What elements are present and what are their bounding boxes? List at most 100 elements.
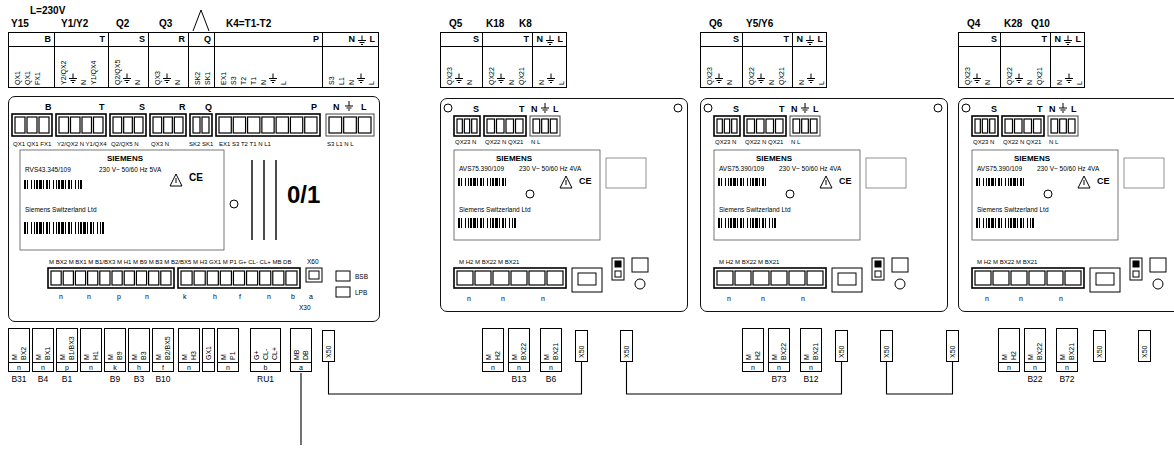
pin-name: L: [558, 81, 565, 85]
terminal-slot: [112, 271, 122, 285]
earth-symbol-stroke: [1065, 74, 1073, 83]
controller-marking: N: [333, 103, 340, 112]
terminal-group-letter: S: [473, 35, 479, 44]
barcode-bar: [1001, 218, 1002, 228]
sensor-name: RU1: [257, 375, 274, 384]
barcode-bar: [762, 218, 764, 228]
terminal-slot: [181, 271, 192, 285]
terminal-slot: [276, 117, 288, 133]
controller-marking: CE: [189, 173, 203, 183]
barcode-bar: [991, 218, 994, 228]
terminal-pin: BX22: [780, 343, 787, 360]
terminal-header: Q3RQX3N: [148, 32, 189, 88]
terminal-block: [190, 114, 212, 136]
cell-divider: [153, 362, 173, 363]
terminal-slot: [153, 117, 162, 133]
terminal-slot: [194, 271, 205, 285]
barcode-bar: [27, 222, 28, 234]
controller-marking: EX1 S3 T2 T1 N L1: [219, 141, 271, 147]
module-marking: n: [541, 295, 545, 302]
terminal-slot: [493, 271, 509, 285]
controller-marking: X60: [307, 259, 319, 266]
barcode-bar: [65, 222, 66, 234]
barcode-bar: [1020, 178, 1022, 186]
terminal-slot: [457, 271, 473, 285]
barcode-bar: [995, 178, 996, 186]
barcode-bar: [502, 178, 504, 186]
dip-switch: [612, 258, 624, 280]
barcode-bar: [505, 218, 506, 228]
controller-marking: QX1 QX1 FX1: [13, 141, 51, 147]
earth-symbol-stroke: [973, 74, 981, 83]
barcode-bar: [477, 218, 478, 228]
terminal-pin: M: [1059, 354, 1066, 360]
barcode-bar: [1017, 178, 1018, 186]
terminal-slot: [982, 119, 987, 133]
terminal-group-letter: S: [139, 35, 145, 44]
warning-triangle: [170, 174, 182, 186]
barcode-bar: [27, 180, 28, 189]
bus-cable: [627, 362, 842, 394]
barcode-bar: [755, 178, 758, 186]
terminal-block: [48, 268, 174, 288]
terminal-slot: [975, 271, 991, 285]
earth-symbol: [715, 73, 723, 83]
x60-socket: [306, 268, 322, 282]
secondary-label: [1124, 158, 1164, 188]
earth-symbol: [69, 73, 77, 83]
terminal-group-letter: T: [100, 35, 106, 44]
terminal-slot: [1024, 119, 1032, 133]
module-marking: T: [1037, 105, 1043, 114]
terminal-letter: f: [153, 363, 173, 372]
terminal-pin: M: [543, 354, 550, 360]
terminal-pin: H3: [190, 351, 197, 360]
earth-symbol: [358, 35, 366, 45]
barcode-bar: [83, 222, 86, 234]
terminal-block: [454, 268, 566, 288]
terminal-slot: [516, 119, 524, 133]
controller-marking: X30: [299, 305, 311, 312]
pin-name: N: [80, 80, 87, 85]
terminal-slot: [220, 271, 231, 285]
connector-name: X50: [838, 346, 845, 358]
earth-symbol-stroke: [715, 74, 723, 83]
barcode-bar: [740, 178, 742, 186]
barcode-bar: [458, 218, 460, 228]
terminal-block: [744, 116, 786, 136]
barcode-bar: [752, 178, 754, 186]
module-marking: SIEMENS: [496, 155, 532, 163]
barcode-bar: [61, 222, 64, 234]
terminal-pin: BX21: [552, 343, 559, 360]
pin-name: QX23: [706, 67, 713, 85]
terminal-slot: [1060, 119, 1067, 133]
barcode-bar: [75, 180, 76, 189]
pin-name: T1: [250, 77, 257, 85]
barcode-bar: [68, 180, 70, 189]
earth-symbol: [973, 73, 981, 83]
barcode-bar: [1008, 218, 1009, 228]
terminal-header: Q2SQ2/QX5N: [108, 32, 149, 88]
terminal-slot: [344, 117, 357, 133]
sensor-terminal: MB3hB3: [128, 328, 150, 372]
warning-mark: [176, 178, 177, 183]
pin-name: N: [348, 80, 355, 85]
terminal-slot: [789, 271, 805, 285]
controller-marking: Siemens Switzerland Ltd: [25, 207, 97, 214]
controller-marking: k: [183, 293, 187, 300]
pin-name: S3: [328, 76, 335, 85]
bus-connector: X50: [880, 330, 893, 362]
barcode-bar: [733, 218, 736, 228]
terminal-slot: [766, 119, 774, 133]
terminal-slot: [717, 271, 733, 285]
barcode-bar: [461, 218, 462, 228]
cell-divider: [541, 362, 561, 363]
barcode-bar: [80, 222, 82, 234]
terminal-slot: [94, 117, 104, 133]
terminal-block: [972, 116, 998, 136]
terminal-slot: [993, 271, 1009, 285]
earth-symbol-stroke: [163, 74, 171, 83]
dip-lever: [875, 261, 881, 267]
pin-name: L: [1076, 81, 1083, 85]
barcode-bar: [737, 218, 738, 228]
cell-divider: [57, 362, 77, 363]
